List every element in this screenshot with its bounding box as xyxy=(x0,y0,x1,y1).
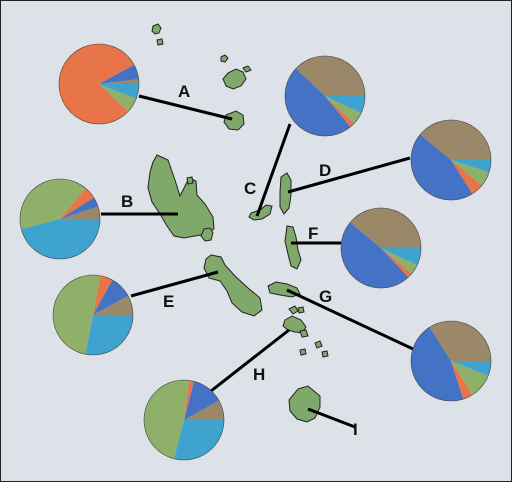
pie-slice-h-0 xyxy=(184,400,224,420)
pie-outline-e xyxy=(52,274,134,356)
pie-slice-a-2 xyxy=(58,44,135,125)
island-e xyxy=(203,254,263,317)
leader-line-e xyxy=(130,270,219,298)
pie-slice-a-1 xyxy=(99,64,139,84)
pie-chart-f xyxy=(340,207,422,289)
leader-line-a xyxy=(138,94,233,121)
pie-slice-h-4 xyxy=(174,420,224,460)
region-label-d: D xyxy=(319,161,331,180)
pie-slice-e-4 xyxy=(85,315,133,355)
pie-chart-e xyxy=(52,274,134,356)
pie-charts xyxy=(19,43,492,461)
pie-slice-g-2 xyxy=(451,361,473,400)
pie-outline-d xyxy=(410,119,492,201)
pie-slice-h-3 xyxy=(144,380,190,459)
pie-chart-h xyxy=(143,379,225,461)
pie-slice-c-1 xyxy=(284,68,351,137)
leader-line-i xyxy=(307,407,356,429)
pie-slice-f-4 xyxy=(381,248,421,266)
island-islet-north-3 xyxy=(220,54,229,63)
pie-slice-a-0 xyxy=(99,78,139,84)
pie-slice-e-3 xyxy=(53,275,101,355)
pie-slice-a-4 xyxy=(99,84,139,99)
island-d xyxy=(279,172,292,215)
pie-slice-d-2 xyxy=(451,160,482,194)
region-label-g: G xyxy=(319,287,332,306)
pie-slice-d-3 xyxy=(451,160,490,186)
pie-slice-g-1 xyxy=(411,327,464,401)
island-a-south xyxy=(223,110,245,131)
region-label-a: A xyxy=(178,82,190,101)
pie-slice-h-1 xyxy=(184,381,220,420)
island-islet-north-1 xyxy=(151,23,162,35)
island-islet-north-2 xyxy=(156,38,164,46)
island-h-north xyxy=(288,305,299,315)
pie-chart-c xyxy=(284,55,366,137)
island-a-north xyxy=(222,68,247,90)
pie-outline-h xyxy=(143,379,225,461)
pie-chart-b xyxy=(19,178,101,260)
leader-lines xyxy=(101,94,414,429)
island-b-east-islet xyxy=(200,227,214,242)
pie-slice-d-0 xyxy=(420,119,492,160)
region-labels: A B C D E F G H I xyxy=(121,82,358,439)
island-h-south-1 xyxy=(299,329,309,338)
island-a-small xyxy=(242,65,252,73)
leader-line-d xyxy=(287,156,411,194)
leader-line-g xyxy=(286,288,414,351)
island-h-south-2 xyxy=(314,340,323,349)
island-h-islet xyxy=(297,306,305,314)
pie-slice-h-2 xyxy=(184,380,194,420)
island-b-north-islet xyxy=(186,176,194,185)
pie-slice-f-2 xyxy=(381,248,412,278)
pie-slice-b-1 xyxy=(60,197,99,219)
region-label-f: F xyxy=(308,224,318,243)
pie-slice-g-0 xyxy=(429,321,491,361)
region-label-h: H xyxy=(253,365,265,384)
pie-slice-b-0 xyxy=(60,206,100,219)
island-c xyxy=(248,204,273,221)
pie-slice-e-1 xyxy=(93,279,129,315)
pie-chart-a xyxy=(58,43,140,125)
pie-slice-g-3 xyxy=(451,361,489,395)
pie-slice-b-2 xyxy=(60,188,94,219)
pie-slice-c-2 xyxy=(325,96,355,127)
pie-outline-c xyxy=(284,55,366,137)
islands-layer xyxy=(147,23,329,423)
pie-slice-g-4 xyxy=(451,361,491,376)
pie-slice-d-4 xyxy=(451,160,491,173)
island-f xyxy=(284,225,302,270)
pie-slice-e-0 xyxy=(93,295,133,315)
pie-chart-g xyxy=(410,320,492,402)
region-label-c: C xyxy=(244,179,256,198)
leader-line-c xyxy=(255,123,292,217)
pie-slice-b-3 xyxy=(20,179,86,229)
pie-slice-c-0 xyxy=(295,56,365,96)
island-i xyxy=(288,385,321,423)
pie-slice-c-3 xyxy=(325,96,362,124)
region-label-i: I xyxy=(353,420,358,439)
pie-outline-g xyxy=(410,320,492,402)
island-h-south-3 xyxy=(299,348,307,356)
region-label-e: E xyxy=(163,292,174,311)
region-label-b: B xyxy=(121,192,133,211)
pie-slice-d-1 xyxy=(411,134,473,200)
pie-slice-a-3 xyxy=(99,84,137,112)
island-h-south-4 xyxy=(321,350,329,358)
pie-outline-a xyxy=(58,43,140,125)
pie-slice-f-0 xyxy=(350,207,422,248)
pie-slice-f-3 xyxy=(381,248,418,274)
pie-slice-b-4 xyxy=(21,219,100,259)
pie-outline-b xyxy=(19,178,101,260)
pie-slice-f-1 xyxy=(340,222,409,289)
pie-chart-d xyxy=(410,119,492,201)
pie-slice-c-4 xyxy=(325,96,365,114)
pie-outline-f xyxy=(340,207,422,289)
leader-line-h xyxy=(210,328,290,393)
pie-slice-e-2 xyxy=(93,275,113,315)
